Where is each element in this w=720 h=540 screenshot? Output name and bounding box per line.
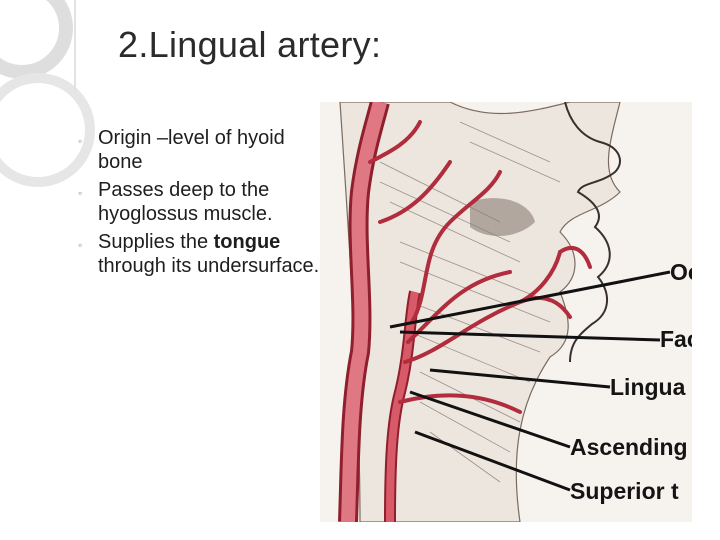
label-superior: Superior t bbox=[570, 478, 679, 504]
bullet-list: ◦ Origin –level of hyoid bone ◦ Passes d… bbox=[76, 126, 326, 282]
anatomy-illustration: Oc Fac Lingua Ascending Superior t bbox=[320, 102, 692, 522]
label-lingual: Lingua bbox=[610, 374, 686, 400]
bullet-text: Origin –level of hyoid bone bbox=[98, 127, 285, 173]
bullet-item: ◦ Supplies the tongue through its unders… bbox=[76, 230, 326, 278]
neck-artery-drawing bbox=[320, 102, 692, 522]
ring-bullet-icon: ◦ bbox=[78, 238, 83, 252]
bullet-text: Passes deep to the hyoglossus muscle. bbox=[98, 179, 273, 225]
decorative-rings bbox=[0, 0, 95, 187]
bullet-item: ◦ Passes deep to the hyoglossus muscle. bbox=[76, 178, 326, 226]
slide-right-margin bbox=[692, 0, 720, 540]
label-occipital: Oc bbox=[670, 259, 692, 285]
label-ascending: Ascending bbox=[570, 434, 688, 460]
ring-bullet-icon: ◦ bbox=[78, 134, 83, 148]
bullet-bold-text: tongue bbox=[213, 231, 281, 253]
ring-bullet-icon: ◦ bbox=[78, 186, 83, 200]
label-facial: Fac bbox=[660, 326, 692, 352]
bullet-item: ◦ Origin –level of hyoid bone bbox=[76, 126, 326, 174]
slide-title: 2.Lingual artery: bbox=[118, 24, 382, 65]
bullet-text: Supplies the bbox=[98, 231, 214, 253]
bullet-text-suffix: through its undersurface. bbox=[98, 255, 320, 277]
